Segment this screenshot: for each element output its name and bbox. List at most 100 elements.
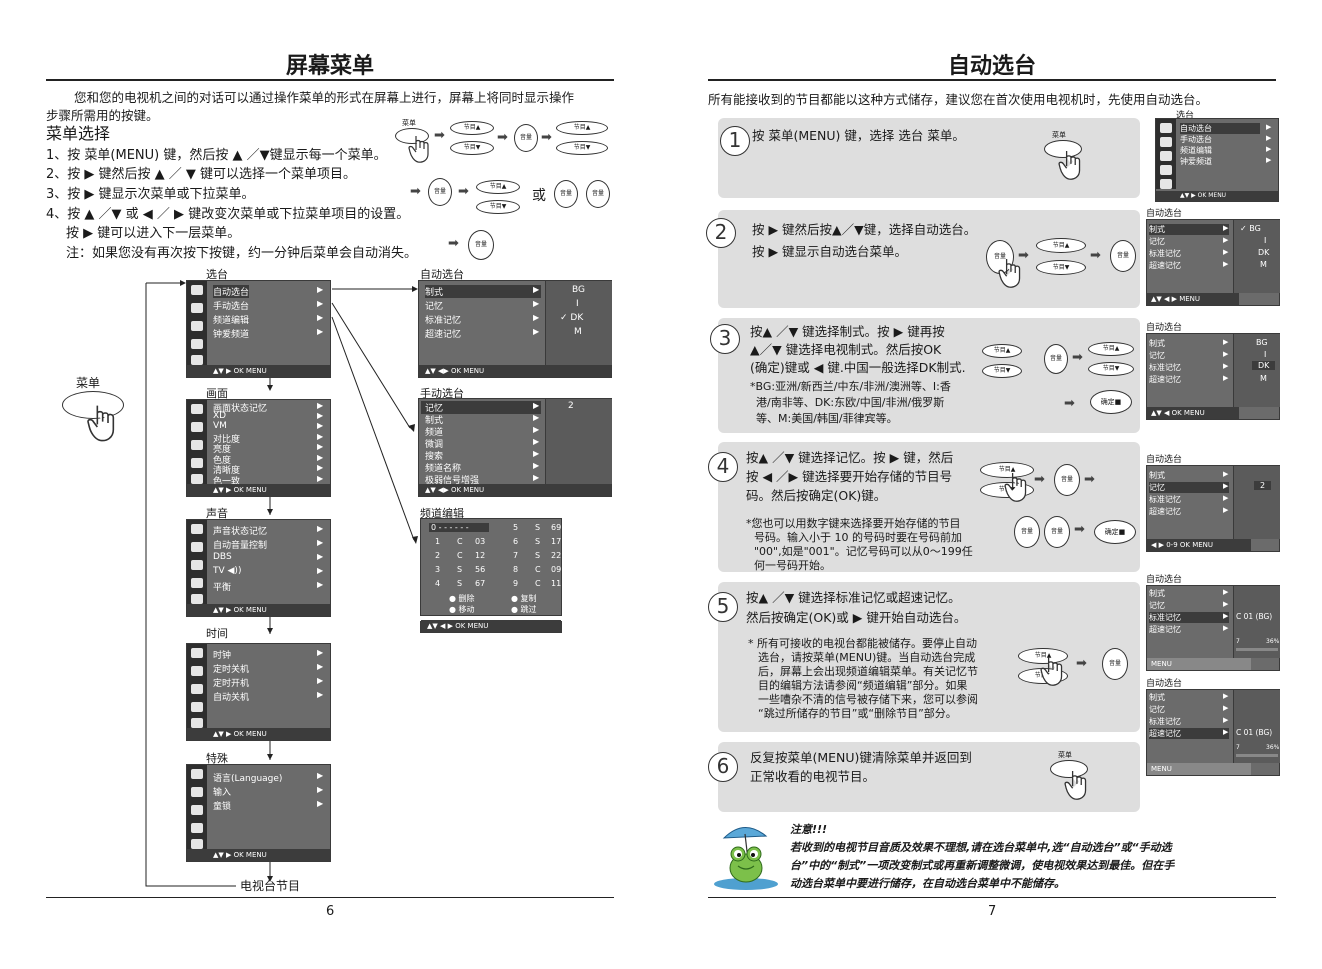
- arrow-right-icon: ➡: [497, 130, 508, 145]
- panel-label: 自动选台: [1146, 209, 1183, 219]
- left-intro-line2: 步骤所需用的按键。: [46, 108, 159, 123]
- arrow-right-icon: ▶: [317, 432, 324, 441]
- osd-footer: ▲▼ ◀▶ OK MENU: [419, 365, 611, 377]
- vol-right-button-icon: 音量: [1110, 240, 1136, 272]
- edit-cell: C: [535, 565, 541, 574]
- osd-item: 频道名称: [425, 464, 462, 474]
- option-dk: ✓ DK: [560, 313, 584, 323]
- step-text: 按 ▶ 键显示自动选台菜单。: [752, 244, 908, 259]
- arrow-right-icon: ▶: [317, 453, 324, 462]
- menu-button-label: 菜单: [1052, 131, 1066, 139]
- ch-up-button-icon: 节目▲: [556, 121, 608, 135]
- step-text: 码。然后按确定(OK)键。: [746, 488, 887, 503]
- arrow-right-icon: ▶: [533, 327, 540, 336]
- edit-cell: 67: [475, 579, 486, 588]
- arrow-right-icon: ➡: [1018, 248, 1029, 263]
- ch-up-button-icon: 节目▲: [1088, 342, 1134, 356]
- step-note: “跳过所储存的节目”或“删除节目”部分。: [758, 707, 957, 720]
- osd-item: 制式: [1149, 471, 1165, 480]
- osd-item: 钟爱频道: [213, 330, 250, 340]
- osd-item: 钟爱频道: [1180, 157, 1212, 166]
- legend-copy: ● 复制: [511, 594, 537, 603]
- arrow-right-icon: ➡: [458, 184, 469, 199]
- osd-footer: ▲▼ ▶ OK MENU: [187, 365, 330, 377]
- edit-cell: 56: [475, 565, 486, 574]
- arrow-right-icon: ▶: [1223, 506, 1229, 514]
- arrow-right-icon: ▶: [533, 313, 540, 322]
- right-page-title: 自动选台: [947, 54, 1036, 79]
- osd-footer: ▲▼ ▶ OK MENU: [1156, 191, 1278, 201]
- step-note: 何一号码开始。: [754, 559, 831, 572]
- arrow-right-icon: ▶: [317, 327, 324, 336]
- arrow-right-icon: ➡: [1084, 472, 1095, 487]
- option-bg: BG: [572, 285, 585, 295]
- osd-item: 标准记忆: [1149, 363, 1181, 372]
- step-number: 1: [720, 126, 750, 156]
- osd-item: 超速记忆: [1149, 728, 1229, 739]
- osd-submenu-manual: 记忆 制式 频道 微调 搜索 频道名称 极弱信号增强 ▶ ▶ ▶ ▶ ▶ ▶ ▶…: [418, 398, 612, 497]
- submenu-label-manual: 手动选台: [420, 387, 464, 400]
- arrow-right-icon: ▶: [1266, 123, 1272, 131]
- right-page-number: 7: [988, 904, 997, 919]
- osd-item: 色一致: [213, 477, 241, 487]
- edit-cell: 4: [435, 579, 441, 588]
- arrow-right-icon: ▶: [1223, 260, 1229, 268]
- step-card-4: 4 按▲ ／▼ 键选择记忆。按 ▶ 键，然后 按 ◀ ／▶ 键选择要开始存储的节…: [708, 442, 1140, 572]
- osd-options-column: BG I DK M: [1233, 334, 1280, 407]
- arrow-right-icon: ▶: [317, 566, 324, 575]
- legend-delete: ● 删除: [449, 594, 475, 603]
- osd-item: 语言(Language): [213, 774, 283, 784]
- ch-down-button-icon: 节目▼: [476, 200, 520, 214]
- ok-button-icon: 确定■: [1094, 520, 1136, 544]
- osd-item: 制式: [1149, 224, 1229, 235]
- arrow-right-icon: ▶: [317, 799, 324, 808]
- osd-item: 标准记忆: [1149, 495, 1181, 504]
- edit-cell: S: [535, 537, 541, 546]
- arrow-right-icon: ▶: [1223, 692, 1229, 700]
- edit-cell: 8: [513, 565, 519, 574]
- hand-pointer-icon: [408, 134, 434, 168]
- step-card-3: 3 按▲ ／▼ 键选择制式。按 ▶ 键再按 ▲／▼ 键选择电视制式。然后按OK …: [710, 318, 1140, 433]
- menu-label-tuning: 选台: [206, 268, 228, 281]
- osd-item: 频道编辑: [1180, 146, 1212, 155]
- arrow-right-icon: ▶: [317, 421, 324, 430]
- edit-row-0: 0 - - - - - -: [429, 523, 489, 532]
- step-text: 按 ▶ 键然后按▲／▼键，选择自动选台。: [752, 222, 977, 237]
- ch-down-button-icon: 节目▼: [982, 364, 1022, 378]
- step-text: 正常收看的电视节目。: [750, 769, 876, 784]
- vol-right-button-icon: 音量: [1044, 516, 1070, 548]
- step-text: 然后按确定(OK)或 ▶ 键开始自动选台。: [746, 610, 967, 625]
- arrow-right-icon: ▶: [317, 676, 324, 685]
- osd-item: VM: [213, 421, 227, 431]
- arrow-right-icon: ▶: [1223, 248, 1229, 256]
- osd-item: 画面状态记忆: [213, 404, 268, 414]
- step-text: 按 菜单(MENU) 键，选择 选台 菜单。: [752, 128, 965, 143]
- osd-item: 频道: [425, 428, 444, 438]
- arrow-right-icon: ▶: [317, 648, 324, 657]
- osd-item: 制式: [1149, 339, 1165, 348]
- edit-cell: 12: [475, 551, 486, 560]
- osd-item: 自动关机: [213, 693, 250, 703]
- ch-up-button-icon: 节目▲: [450, 121, 494, 135]
- step-note: 一些嘈杂不清的信号被存储下来，您可以参阅: [758, 693, 978, 706]
- osd-footer: ▲▼ ▶ OK MENU: [187, 849, 330, 861]
- osd-menu-picture: 画面状态记忆 XD VM 对比度 亮度 色度 清晰度 色一致 ▶ ▶ ▶ ▶ ▶…: [186, 399, 331, 497]
- osd-item: 标准记忆: [1149, 612, 1229, 623]
- menu-label-sound: 声音: [206, 507, 228, 520]
- step-note: 港/南非等、DK:东欧/中国/非洲/俄罗斯: [756, 396, 945, 409]
- arrow-right-icon: ▶: [317, 463, 324, 472]
- osd-footer: ▲▼ ◀ OK MENU: [1147, 407, 1239, 419]
- step-text: 按 ◀ ／▶ 键选择要开始存储的节目号: [746, 469, 953, 484]
- panel-label: 自动选台: [1146, 323, 1183, 333]
- panel-label: 自动选台: [1146, 679, 1183, 689]
- left-bottom-rule: [46, 897, 614, 898]
- option: ✓ BG: [1240, 224, 1261, 233]
- edit-cell: S: [457, 579, 463, 588]
- osd-item: 制式: [425, 285, 541, 298]
- arrow-right-icon: ▶: [317, 771, 324, 780]
- arrow-right-icon: ▶: [317, 313, 324, 322]
- hand-pointer-icon: [998, 256, 1026, 294]
- ch-up-button-icon: 节目▲: [1018, 648, 1068, 664]
- osd-item: 制式: [1149, 693, 1165, 702]
- osd-item: 手动选台: [1180, 135, 1212, 144]
